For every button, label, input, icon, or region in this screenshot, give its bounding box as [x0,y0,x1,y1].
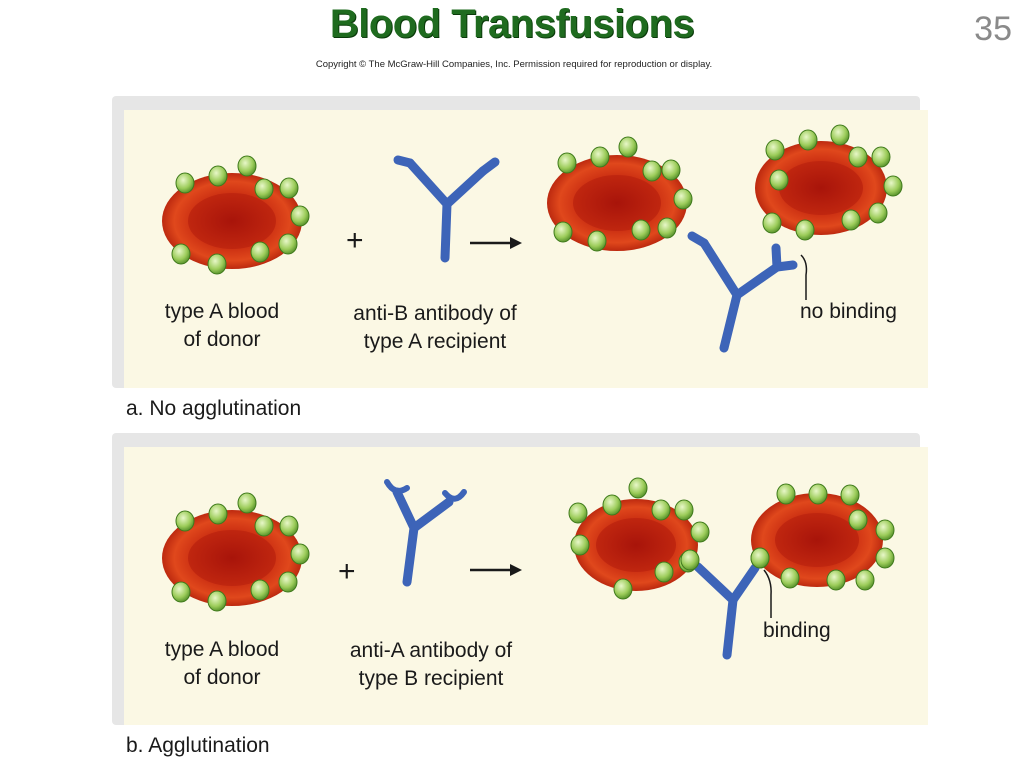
no-binding-leader-line [800,254,808,300]
panel-a-caption: a. No agglutination [126,397,302,420]
anti-a-antibody [392,487,454,587]
donor-label-a-line2: of donor [183,328,261,351]
slide-title: Blood Transfusions [329,2,695,46]
antibody-label-a-line2: type A recipient [363,330,507,353]
bridging-antibody [693,562,760,660]
antigens-donor-b [171,492,310,612]
reaction-arrow-a [470,237,522,249]
donor-label-a: type A blood of donor [137,298,307,354]
antigens-result-b2 [750,483,895,591]
donor-label-b-line1: type A blood [164,638,280,661]
slide-number: 35 [974,10,1012,48]
donor-label-b-line2: of donor [183,666,261,689]
donor-label-b: type A blood of donor [137,636,307,692]
anti-b-antibody [393,155,500,263]
plus-sign-a: + [346,224,364,257]
antibody-label-b-line1: anti-A antibody of [349,639,513,662]
antibody-label-b-line2: type B recipient [358,667,504,690]
donor-label-a-line1: type A blood [164,300,280,323]
binding-label: binding [763,619,831,642]
anti-a-antibody-tips [384,479,467,502]
no-binding-label: no binding [800,300,897,323]
reaction-arrow-b [470,564,522,576]
antibody-label-a-line1: anti-B antibody of [353,302,517,325]
binding-leader-line [763,569,772,618]
unbound-antibody [687,231,798,353]
antibody-label-b: anti-A antibody of type B recipient [326,637,536,693]
plus-sign-b: + [338,555,356,588]
antigens-donor-a [171,155,310,275]
antigens-result-a2 [762,124,903,241]
bound-antigens [680,547,770,571]
panel-b-caption: b. Agglutination [126,734,270,757]
antigens-result-a1 [553,136,693,252]
copyright-notice: Copyright © The McGraw-Hill Companies, I… [315,59,713,70]
antibody-label-a: anti-B antibody of type A recipient [330,300,540,356]
